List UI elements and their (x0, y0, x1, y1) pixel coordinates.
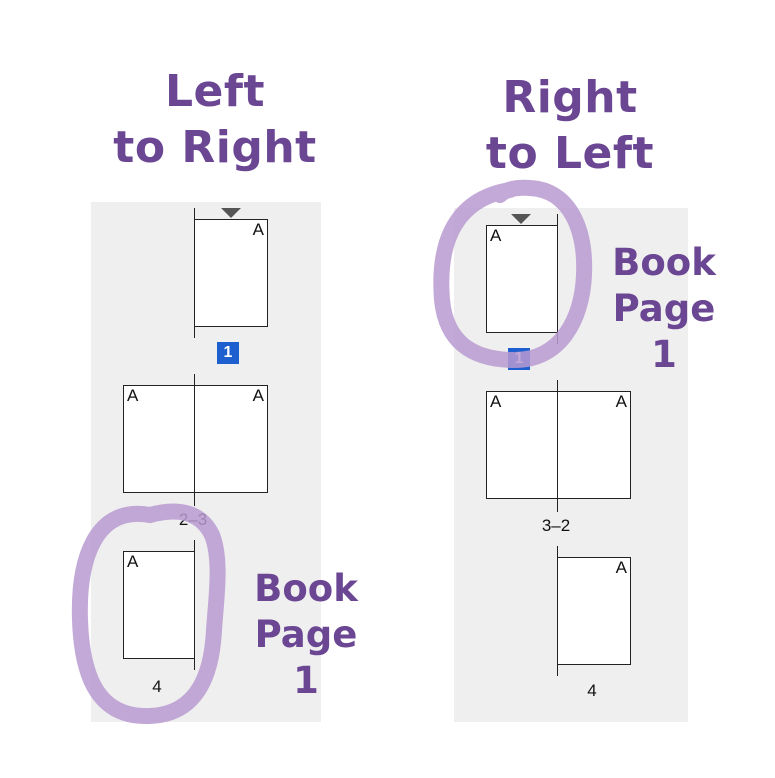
page-letter: A (615, 558, 627, 577)
current-page-marker-icon (221, 208, 241, 218)
spread-label: 3–2 (541, 516, 571, 535)
current-page-marker-icon (511, 214, 531, 224)
page-thumbnail-3[interactable]: A (194, 385, 268, 493)
left-note-line2: Page 1 (254, 613, 358, 702)
right-note-line2: Page 1 (612, 287, 716, 376)
right-highlight-circle (433, 179, 593, 369)
right-title-line1: Right (502, 72, 638, 123)
left-highlight-circle (71, 503, 226, 725)
page-thumbnail-1[interactable]: A (194, 219, 268, 327)
page-thumbnail-3[interactable]: A (486, 391, 558, 499)
page-letter: A (252, 220, 264, 239)
page-label: 4 (152, 677, 162, 696)
right-book-page-note: Book Page 1 (594, 240, 734, 378)
left-title-line2: to Right (113, 122, 317, 173)
page-letter: A (490, 226, 502, 245)
right-note-line1: Book (612, 241, 716, 284)
page-letter: A (127, 386, 139, 405)
left-title: Left to Right (110, 64, 320, 176)
page-letter: A (252, 386, 264, 405)
page-thumbnail-4[interactable]: A (557, 557, 631, 665)
page-thumbnail-1[interactable]: A (486, 225, 558, 333)
page-number-badge[interactable]: 1 (217, 342, 239, 364)
page-letter: A (615, 392, 627, 411)
right-title: Right to Left (470, 70, 670, 182)
page-thumbnail-4[interactable]: A (123, 551, 195, 659)
page-thumbnail-2[interactable]: A (557, 391, 631, 499)
left-note-line1: Book (254, 567, 358, 610)
page-label: 4 (587, 681, 597, 700)
right-pages-panel: A 1 A A 3–2 A 4 (454, 208, 688, 722)
page-letter: A (127, 552, 139, 571)
left-title-line1: Left (164, 66, 266, 117)
right-title-line2: to Left (485, 128, 655, 179)
page-letter: A (490, 392, 502, 411)
left-book-page-note: Book Page 1 (236, 566, 376, 704)
